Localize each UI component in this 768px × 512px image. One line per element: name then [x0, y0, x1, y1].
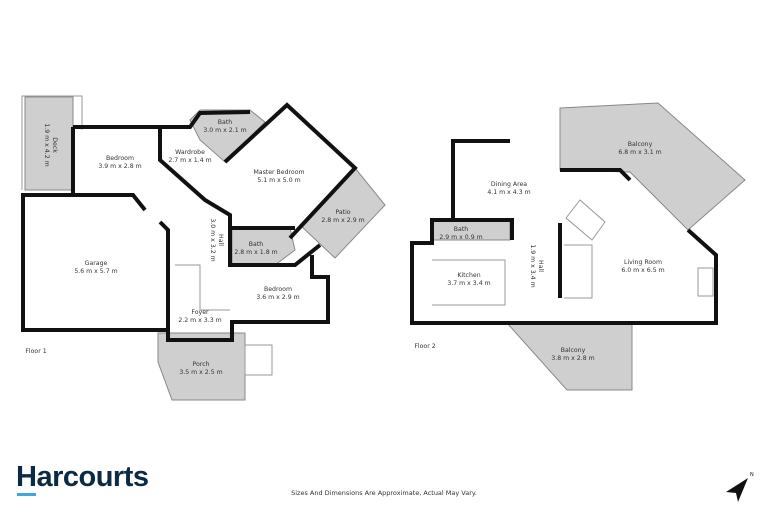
bath-1-area: [189, 109, 266, 163]
room-deck-label: Deck1.9 m x 4.2 m: [43, 123, 58, 166]
master-bedroom-walls: [223, 102, 358, 240]
north-arrow-icon: N: [726, 472, 754, 502]
deck-railing: [21, 95, 83, 190]
logo-accent-bar: [17, 493, 36, 496]
svg-text:N: N: [750, 472, 754, 478]
bath-2-area: [231, 227, 296, 266]
living-room-walls: [510, 228, 718, 325]
balcony-top-wall: [560, 168, 632, 182]
stairs-1: [175, 264, 230, 311]
room-hall-2-label: Hall1.9 m x 3.4 m: [529, 244, 544, 287]
fireplace: [697, 267, 714, 297]
stairs-landing: [565, 199, 606, 241]
disclaimer-text: Sizes And Dimensions Are Approximate, Ac…: [291, 489, 477, 497]
floor-2-label: Floor 2: [414, 343, 435, 350]
bedroom-walls: [73, 110, 251, 129]
hall-walls: [158, 127, 322, 267]
kitchen-bench: [432, 259, 506, 306]
room-hall-label: Hall3.0 m x 3.2 m: [209, 218, 224, 261]
dining-kitchen-walls: [410, 139, 510, 325]
deck-area: [24, 96, 74, 191]
harcourts-logo: Harcourts: [16, 461, 149, 493]
bedroom-2-walls: [166, 255, 330, 342]
bedroom-garage-wall: [73, 193, 147, 212]
floor-1-label: Floor 1: [25, 348, 46, 355]
balcony-top-area: [559, 102, 746, 231]
stairs-2: [564, 244, 593, 299]
porch-steps: [244, 344, 273, 376]
bath-walls: [432, 218, 514, 240]
